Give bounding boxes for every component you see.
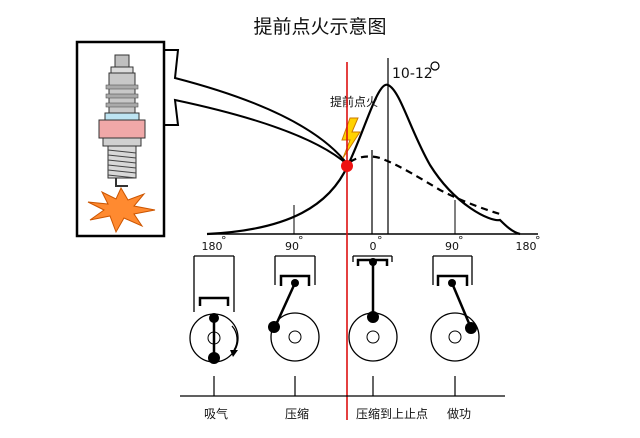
spark-label: 提前点火 [330,94,378,109]
tick-label-90-right: 90 [445,240,459,253]
stroke-illustration-tdc [348,255,398,396]
spark-plug-inset [75,40,349,238]
tick-degree-90-right: ° [458,234,464,247]
stroke-label-compression-tdc: 压缩到上止点 [356,406,428,421]
diagram-title: 提前点火示意图 [253,16,386,38]
pressure-curve-with-combustion [206,83,521,236]
rotation-arrow-icon [230,350,238,357]
insulator-band-blue [104,112,140,121]
crank-angle-ticks: 180 ° 90 ° 0 ° 90 ° 180 ° [202,234,541,253]
tick-degree-180-left: ° [221,234,227,247]
lightning-bolt-icon [341,117,361,159]
stroke-illustration-intake [189,255,239,396]
ignition-point-dot [341,160,353,172]
tick-label-0: 0 [370,240,377,253]
spark-plug-icon [98,54,146,187]
spark-burst-icon [87,186,156,234]
stroke-label-intake: 吸气 [204,406,228,421]
tick-label-90-left: 90 [285,240,299,253]
tick-degree-90-left: ° [298,234,304,247]
stroke-illustration-compression [268,255,320,396]
stroke-illustration-power [430,255,480,396]
stroke-label-power: 做功 [447,406,471,421]
tick-degree-0: ° [377,234,383,247]
advance-angle-label: 10-12 [392,66,433,82]
tick-label-180-left: 180 [202,240,223,253]
tick-degree-180-right: ° [535,234,541,247]
advance-degree-circle [430,61,440,71]
pressure-curves [206,58,538,236]
insulator-hex-pink [98,119,146,139]
tick-label-180-right: 180 [516,240,537,253]
stroke-label-compression: 压缩 [285,406,309,421]
